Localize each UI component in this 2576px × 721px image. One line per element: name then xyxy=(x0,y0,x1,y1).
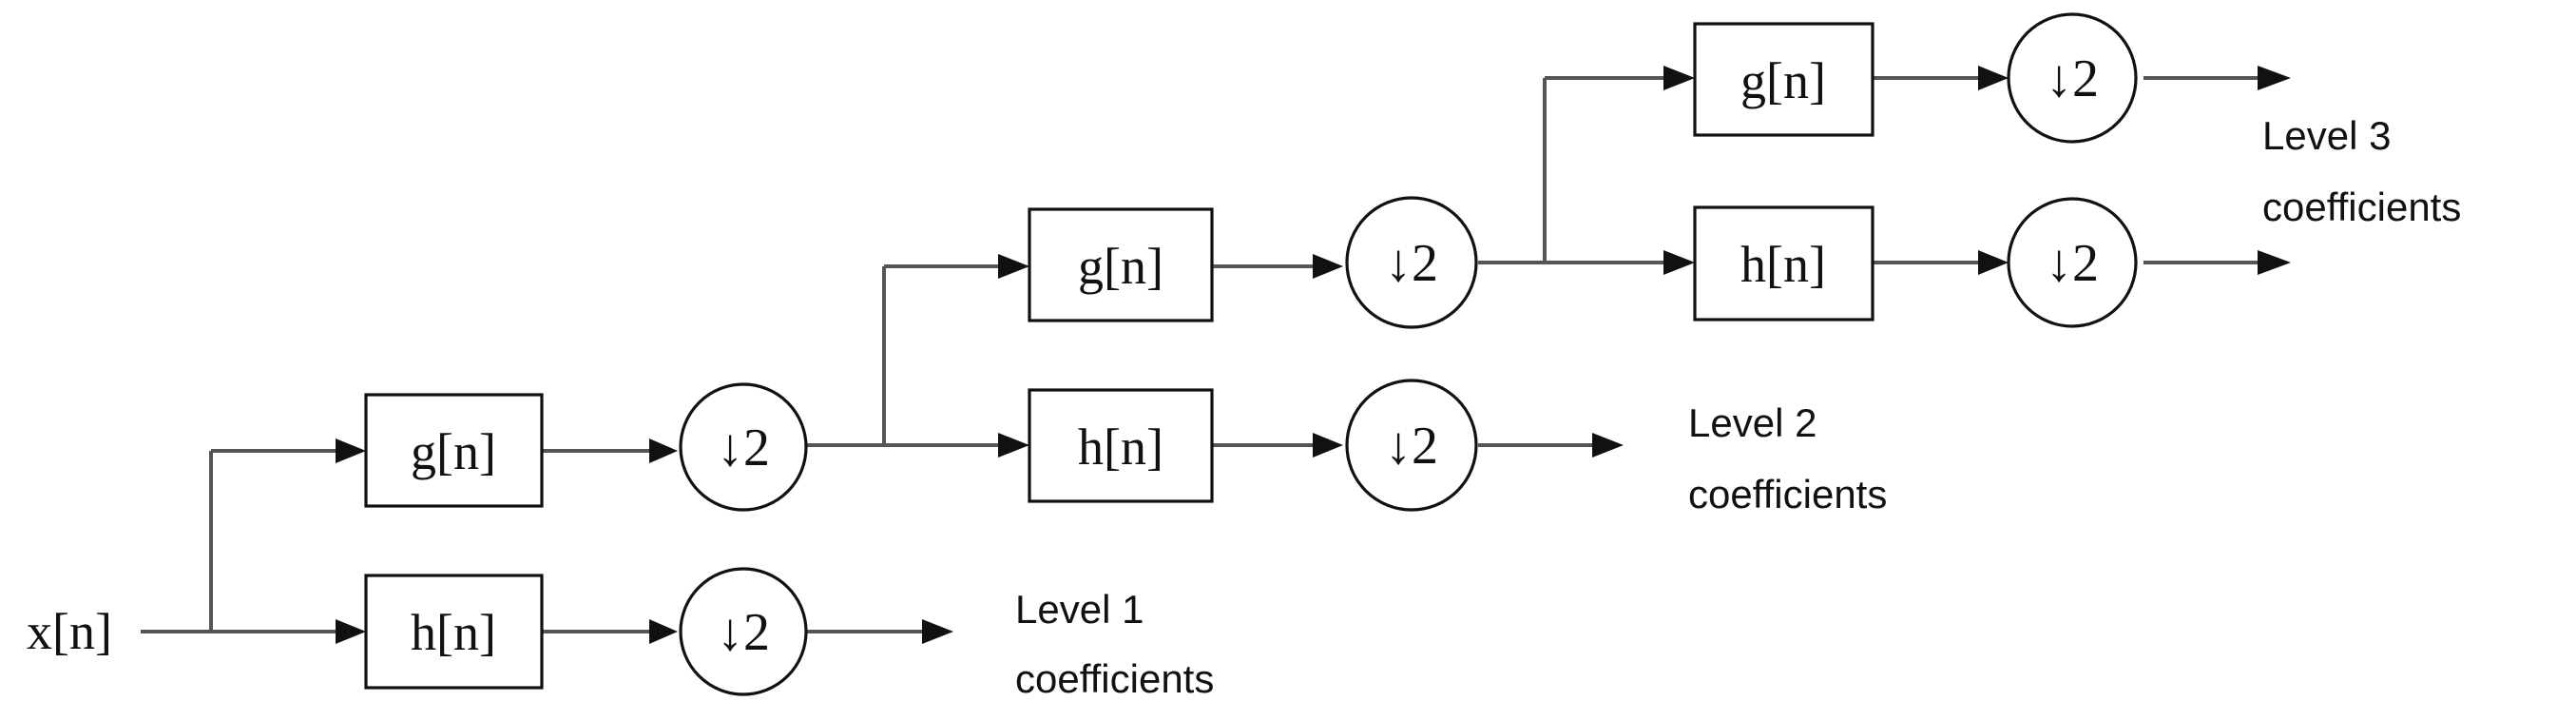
arrowhead-icon xyxy=(649,619,678,644)
arrowhead-icon xyxy=(336,438,366,463)
lowpass-filter-box-level-2 xyxy=(1028,207,1214,322)
lowpass-filter-label: g[n] xyxy=(411,423,496,480)
arrowhead-icon xyxy=(1663,66,1695,90)
highpass-filter-label: h[n] xyxy=(1078,419,1163,476)
level-1-stage: g[n] h[n] ↓2 ↓2 Level 1 coefficients xyxy=(364,382,1214,701)
downsample-label: ↓2 xyxy=(717,603,770,662)
arrowhead-icon xyxy=(998,254,1029,279)
arrowhead-icon xyxy=(1978,66,2009,90)
level-1-label: Level 1 xyxy=(1015,587,1144,632)
arrowhead-icon xyxy=(1592,433,1624,458)
highpass-filter-box-level-3 xyxy=(1693,205,1874,322)
arrowhead-icon xyxy=(649,438,678,463)
arrowhead-icon xyxy=(998,433,1029,458)
downsample-label: ↓2 xyxy=(1385,417,1438,476)
downsample-label: ↓2 xyxy=(2046,49,2099,108)
lowpass-filter-label: g[n] xyxy=(1740,52,1826,109)
arrowhead-icon xyxy=(1313,433,1343,458)
arrowhead-icon xyxy=(336,619,366,644)
level-2-stage: g[n] h[n] ↓2 ↓2 Level 2 coefficients xyxy=(1028,196,1887,516)
arrowhead-icon xyxy=(2258,66,2291,90)
arrowhead-icon xyxy=(1663,250,1695,275)
downsample-label: ↓2 xyxy=(2046,234,2099,293)
level-3-coefficients-label: coefficients xyxy=(2262,185,2461,229)
downsampler-circle-level-2-g xyxy=(1345,196,1478,329)
arrowhead-icon xyxy=(922,619,953,644)
downsample-label: ↓2 xyxy=(717,419,770,477)
downsample-label: ↓2 xyxy=(1385,234,1438,293)
input-signal-label: x[n] xyxy=(27,603,112,660)
highpass-filter-box-level-1 xyxy=(364,574,544,690)
downsampler-circle-level-1-g xyxy=(679,382,808,512)
level-3-stage: g[n] h[n] ↓2 ↓2 Level 3 coefficients xyxy=(1693,12,2461,328)
connection-wires xyxy=(141,76,2262,633)
lowpass-filter-box-level-1 xyxy=(364,393,544,508)
lowpass-filter-label: g[n] xyxy=(1078,238,1163,295)
lowpass-filter-box-level-3 xyxy=(1693,22,1874,137)
level-3-label: Level 3 xyxy=(2262,113,2391,158)
downsampler-circle-level-1-h xyxy=(679,567,808,696)
downsampler-circle-level-3-h xyxy=(2007,197,2138,328)
arrowheads xyxy=(336,66,2291,644)
level-2-label: Level 2 xyxy=(1688,400,1817,445)
level-1-coefficients-label: coefficients xyxy=(1015,656,1214,701)
level-2-coefficients-label: coefficients xyxy=(1688,472,1887,516)
downsampler-circle-level-3-g xyxy=(2007,12,2138,144)
downsampler-circle-level-2-h xyxy=(1345,379,1478,512)
highpass-filter-label: h[n] xyxy=(1740,236,1826,293)
highpass-filter-box-level-2 xyxy=(1028,388,1214,503)
arrowhead-icon xyxy=(2258,250,2291,275)
arrowhead-icon xyxy=(1978,250,2009,275)
arrowhead-icon xyxy=(1313,254,1343,279)
highpass-filter-label: h[n] xyxy=(411,604,496,661)
